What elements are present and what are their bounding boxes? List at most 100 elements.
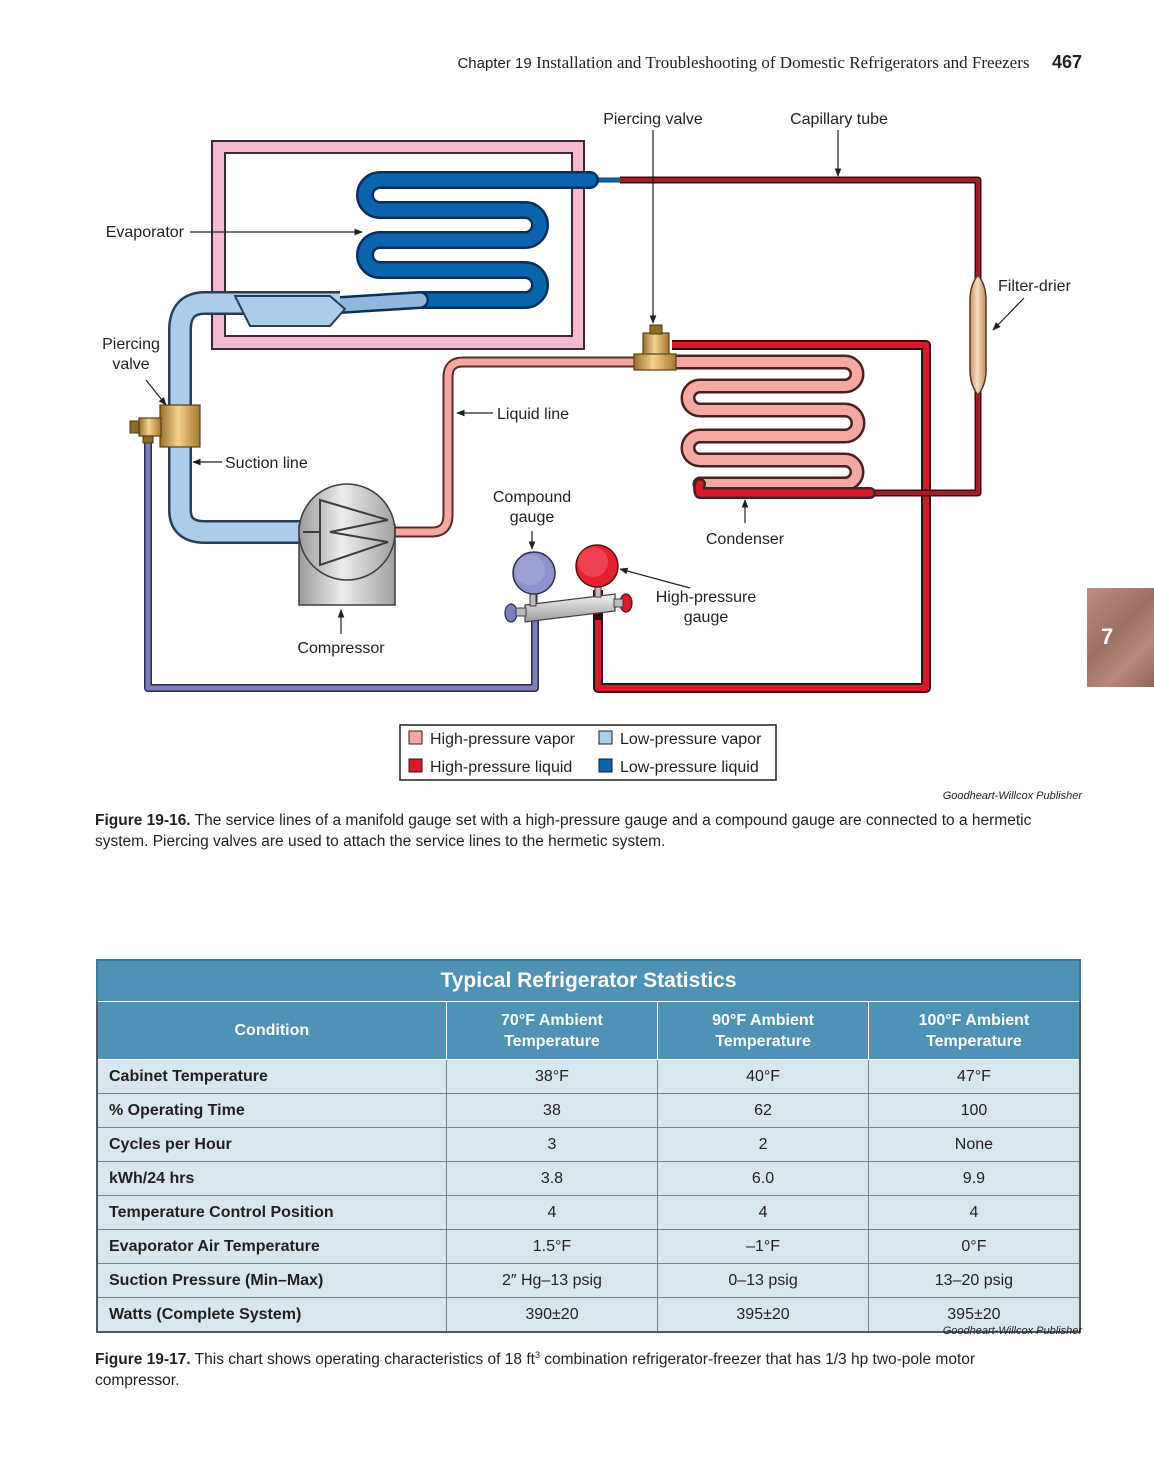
label-compound-gauge-line1: Compound	[493, 489, 571, 506]
row-condition-cell: Cabinet Temperature	[96, 1059, 447, 1094]
label-high-pressure-gauge-line2: gauge	[684, 609, 729, 626]
row-value-cell: 3.8	[445, 1161, 659, 1196]
column-header-text: Temperature	[926, 1032, 1022, 1050]
leader-lines	[145, 130, 1025, 634]
row-condition-cell: Temperature Control Position	[96, 1195, 447, 1230]
row-value-cell: 6.0	[657, 1161, 869, 1196]
row-value-cell: 13–20 psig	[867, 1263, 1081, 1298]
figure1-credit: Goodheart-Willcox Publisher	[942, 790, 1082, 802]
label-high-pressure-gauge-line1: High-pressure	[656, 589, 757, 606]
legend-swatch-high-pressure-liquid	[408, 758, 423, 773]
column-header-text: Temperature	[504, 1032, 600, 1050]
row-value-cell: 40°F	[657, 1059, 869, 1094]
row-value-cell: 1.5°F	[445, 1229, 659, 1264]
column-header-text: Temperature	[715, 1032, 811, 1050]
row-value-cell: 47°F	[867, 1059, 1081, 1094]
column-header-text: 70°F Ambient	[501, 1011, 603, 1029]
column-header-text: 100°F Ambient	[918, 1011, 1030, 1029]
legend-label-high-pressure-liquid: High-pressure liquid	[430, 759, 572, 776]
row-value-cell: 62	[657, 1093, 869, 1128]
table-title: Typical Refrigerator Statistics	[96, 959, 1081, 1002]
row-value-cell: 395±20	[867, 1297, 1081, 1333]
legend-label-low-pressure-liquid: Low-pressure liquid	[620, 759, 759, 776]
legend-label-low-pressure-vapor: Low-pressure vapor	[620, 731, 762, 748]
high-pressure-liquid-line	[593, 176, 982, 693]
legend-label-high-pressure-vapor: High-pressure vapor	[430, 731, 576, 748]
figure2-caption: Figure 19-17. This chart shows operating…	[95, 1345, 1055, 1391]
figure2-credit: Goodheart-Willcox Publisher	[942, 1325, 1082, 1337]
label-compressor: Compressor	[297, 640, 385, 657]
figure1-caption-label: Figure 19-16.	[95, 812, 191, 829]
row-value-cell: 4	[445, 1195, 659, 1230]
row-value-cell: 0–13 psig	[657, 1263, 869, 1298]
legend-swatch-high-pressure-vapor	[408, 730, 423, 745]
top-piercing-valve	[633, 324, 677, 371]
row-value-cell: 2	[657, 1127, 869, 1162]
row-condition-cell: Evaporator Air Temperature	[96, 1229, 447, 1264]
legend-swatch-low-pressure-vapor	[598, 730, 613, 745]
row-value-cell: 4	[867, 1195, 1081, 1230]
figure2-caption-text-end: combination refrigerator-freezer that ha…	[95, 1351, 976, 1390]
compressor	[298, 483, 396, 606]
side-tab-label: 7	[1101, 624, 1114, 649]
row-value-cell: 395±20	[657, 1297, 869, 1333]
label-suction-line: Suction line	[225, 455, 308, 472]
row-value-cell: 3	[445, 1127, 659, 1162]
figure2-caption-superscript: 3	[534, 1350, 540, 1360]
filter-drier	[969, 273, 987, 397]
manifold-gauge-set	[504, 544, 633, 623]
row-value-cell: 9.9	[867, 1161, 1081, 1196]
row-value-cell: 38°F	[445, 1059, 659, 1094]
label-compound-gauge-line2: gauge	[510, 509, 555, 526]
left-piercing-valve	[129, 404, 201, 448]
row-condition-cell: Watts (Complete System)	[96, 1297, 447, 1333]
row-condition-cell: kWh/24 hrs	[96, 1161, 447, 1196]
label-filter-drier: Filter-drier	[998, 278, 1072, 295]
column-header-text: Condition	[234, 1022, 310, 1039]
row-value-cell: 38	[445, 1093, 659, 1128]
label-piercing-valve-left-line2: valve	[112, 356, 149, 373]
refrigerator-statistics-table: Typical Refrigerator Statistics Conditio…	[96, 959, 1081, 1333]
chapter-number: Chapter 19	[457, 55, 532, 72]
row-value-cell: –1°F	[657, 1229, 869, 1264]
legend: High-pressure vapor Low-pressure vapor H…	[399, 724, 777, 781]
label-capillary-tube: Capillary tube	[790, 111, 888, 128]
figure1-caption-text: The service lines of a manifold gauge se…	[95, 812, 1032, 850]
row-value-cell: 4	[657, 1195, 869, 1230]
label-piercing-valve-left-line1: Piercing	[102, 336, 160, 353]
row-value-cell: 100	[867, 1093, 1081, 1128]
chapter-side-tab: 7	[1087, 588, 1154, 687]
figure2-caption-label: Figure 19-17.	[95, 1351, 191, 1369]
figure1-caption: Figure 19-16. The service lines of a man…	[95, 810, 1055, 852]
row-value-cell: 390±20	[445, 1297, 659, 1333]
label-piercing-valve-top: Piercing valve	[603, 111, 703, 128]
chapter-title: Installation and Troubleshooting of Dome…	[536, 53, 1030, 72]
refrigeration-system-diagram: Piercing valve Capillary tube Evaporator…	[102, 111, 1072, 781]
condenser-coil	[664, 354, 876, 499]
row-value-cell: 2″ Hg–13 psig	[445, 1263, 659, 1298]
evaporator-coil	[331, 171, 599, 314]
page-number: 467	[1051, 52, 1082, 72]
label-liquid-line: Liquid line	[497, 406, 569, 423]
row-condition-cell: Suction Pressure (Min–Max)	[96, 1263, 447, 1298]
label-evaporator: Evaporator	[106, 224, 185, 241]
liquid-line	[395, 356, 640, 538]
column-header-text: 90°F Ambient	[712, 1011, 814, 1029]
row-value-cell: 0°F	[867, 1229, 1081, 1264]
row-condition-cell: Cycles per Hour	[96, 1127, 447, 1162]
legend-swatch-low-pressure-liquid	[598, 758, 613, 773]
column-header: Condition	[96, 1001, 447, 1060]
running-header: Chapter 19 Installation and Troubleshoot…	[457, 52, 1082, 73]
